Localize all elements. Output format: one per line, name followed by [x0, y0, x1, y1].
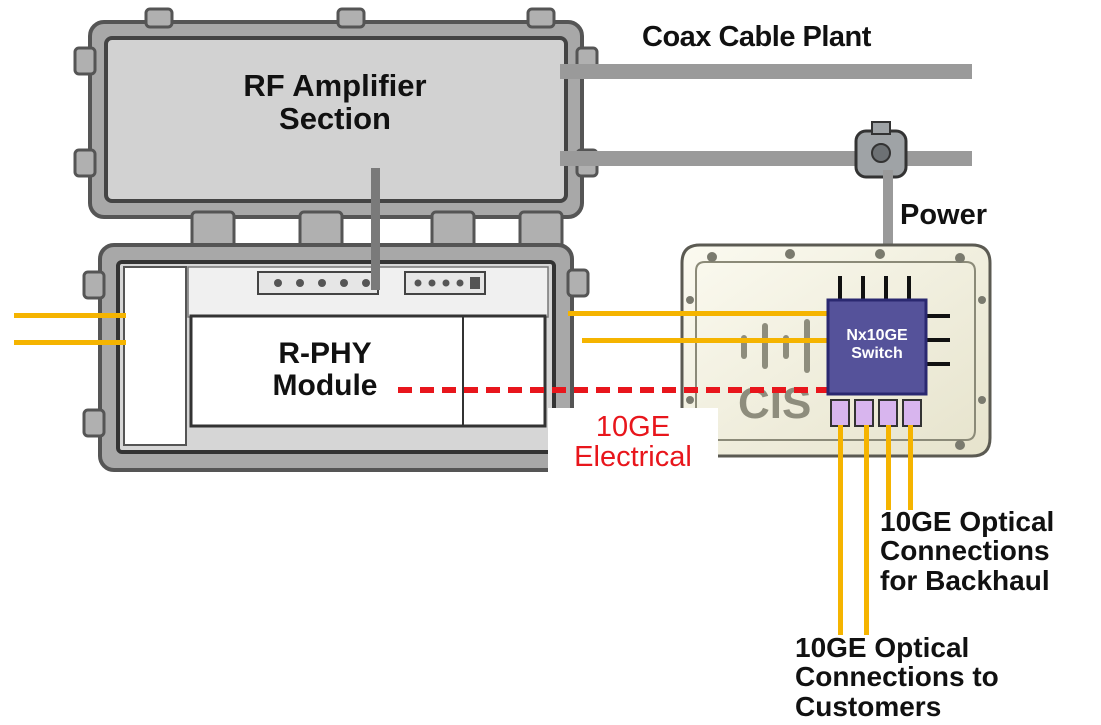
electrical-line1: 10GE — [595, 411, 671, 443]
coax-cables — [560, 64, 972, 166]
customer-fiber-2 — [864, 425, 869, 635]
backhaul-line3: for Backhaul — [880, 564, 1050, 596]
customers-label: 10GE Optical Connections to Customers — [795, 632, 999, 722]
customers-line2: Connections to — [795, 661, 999, 693]
backhaul-fiber-1 — [886, 425, 891, 510]
rf-amplifier-housing — [73, 7, 599, 254]
nx10ge-switch — [826, 276, 950, 427]
rf-amplifier-label: RF Amplifier Section — [190, 68, 480, 136]
rphy-module — [189, 314, 547, 428]
backhaul-line1: 10GE Optical — [880, 506, 1055, 537]
electrical-line2: Electrical — [574, 441, 692, 474]
switch-label: Nx10GE Switch — [828, 327, 926, 364]
power-cable — [883, 170, 893, 270]
switch-line2: Switch — [851, 345, 903, 363]
enclosure-logo-text: CIS — [738, 379, 811, 428]
customers-line3: Customers — [795, 690, 942, 722]
coax-cable-upper — [560, 64, 972, 79]
fiber-downlinks — [838, 425, 913, 635]
rphy-module-label: R-PHY Module — [245, 338, 405, 401]
rf-amplifier-line1: RF Amplifier — [243, 68, 427, 103]
backhaul-fiber-2 — [908, 425, 913, 510]
rphy-line2: Module — [272, 368, 378, 402]
customers-line1: 10GE Optical — [795, 632, 970, 663]
power-tap-connector — [854, 121, 908, 179]
fiber-inputs — [14, 313, 126, 345]
power-label: Power — [900, 199, 988, 231]
fiber-to-switch — [568, 311, 830, 343]
coax-cable-plant-label: Coax Cable Plant — [642, 21, 871, 53]
backhaul-line2: Connections — [880, 535, 1050, 567]
customer-fiber-1 — [838, 425, 843, 635]
switch-line1: Nx10GE — [846, 327, 908, 344]
backhaul-label: 10GE Optical Connections for Backhaul — [880, 506, 1055, 596]
rphy-line1: R-PHY — [278, 337, 372, 370]
rf-rphy-link — [371, 168, 380, 290]
rf-amplifier-line2: Section — [279, 100, 391, 136]
coax-cable-lower — [560, 151, 972, 166]
electrical-10ge-label: 10GE Electrical — [548, 408, 718, 487]
